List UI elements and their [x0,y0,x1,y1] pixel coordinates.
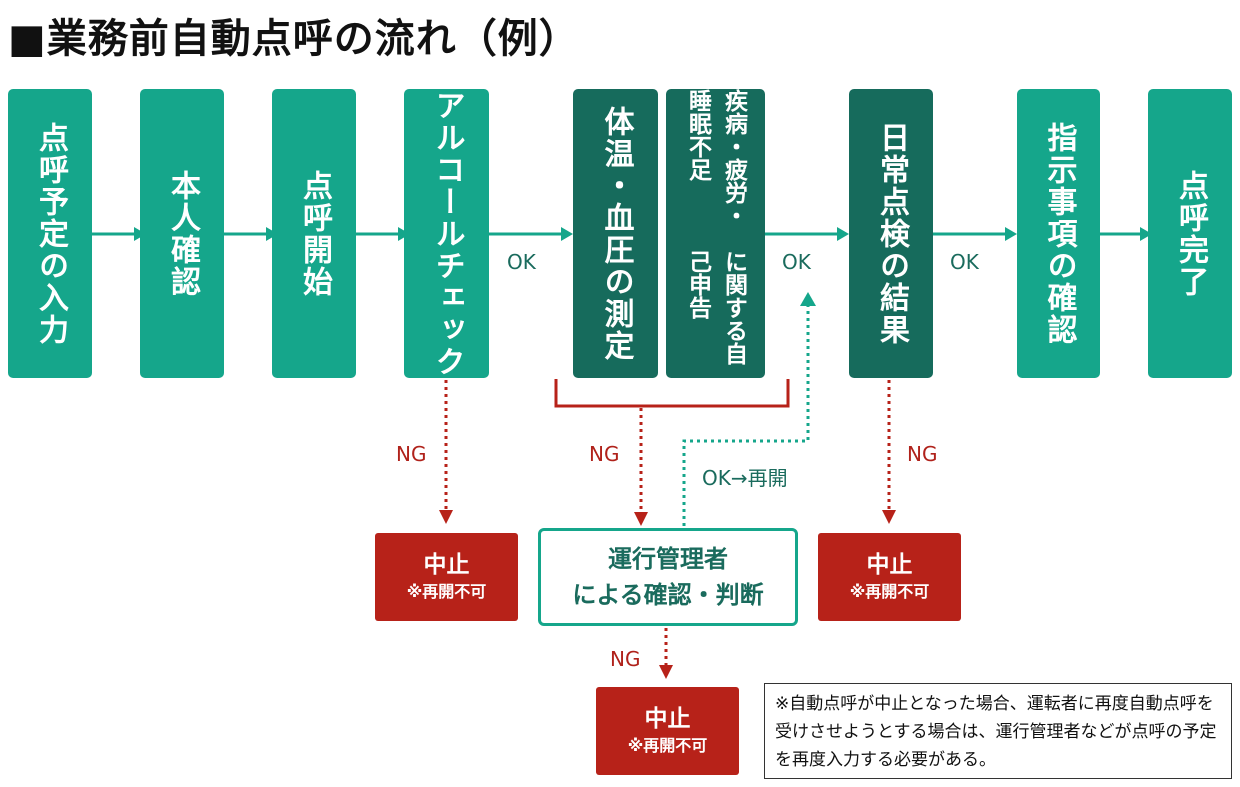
step-rollcall-complete: 点呼完了 [1148,89,1232,378]
step-label: アルコールチェック [429,89,465,378]
stop-box-inspection: 中止 ※再開不可 [818,533,961,621]
step-label: 点呼予定の入力 [33,121,68,346]
step-label-line1: 疾病・疲労・睡眠不足 [684,89,747,227]
step-instructions-confirm: 指示事項の確認 [1017,89,1100,378]
page-title: ■業務前自動点呼の流れ（例） [8,16,580,62]
stop-subtitle: ※再開不可 [627,736,708,755]
ok-restart-path [682,306,810,526]
bracket [554,379,790,408]
step-daily-inspection: 日常点検の結果 [849,89,933,378]
step-label: 指示事項の確認 [1041,121,1077,346]
ok-restart-label: OK→再開 [702,466,788,490]
step-label: 点呼完了 [1173,169,1208,298]
manager-judgment-box: 運行管理者 による確認・判断 [538,528,798,626]
ok-label-inspection: OK [950,250,979,274]
stop-title: 中止 [423,552,470,578]
ng-label-inspection: NG [907,442,938,466]
stop-title: 中止 [644,706,691,732]
ng-label-alcohol: NG [396,442,427,466]
note-box: ※自動点呼が中止となった場合、運転者に再度自動点呼を受けさせようとする場合は、運… [764,683,1232,779]
stop-title: 中止 [866,552,913,578]
step-label-line2: に関する自己申告 [684,249,747,365]
step-self-report: 疾病・疲労・睡眠不足に関する自己申告 [666,89,765,378]
manager-line1: 運行管理者 [608,545,728,573]
step-rollcall-start: 点呼開始 [272,89,356,378]
step-label: 点呼開始 [297,169,332,298]
ok-label-alcohol: OK [507,250,536,274]
ng-label-manager: NG [610,647,641,671]
step-temperature-bp: 体温・血圧の測定 [573,89,658,378]
step-label: 日常点検の結果 [874,121,909,346]
ng-label-health: NG [589,442,620,466]
manager-line2: による確認・判断 [572,581,764,609]
ok-label-health: OK [782,250,811,274]
stop-box-alcohol: 中止 ※再開不可 [375,533,518,621]
step-label: 本人確認 [165,169,200,298]
step-identity-check: 本人確認 [140,89,224,378]
step-schedule-input: 点呼予定の入力 [8,89,92,378]
step-alcohol-check: アルコールチェック [404,89,489,378]
stop-subtitle: ※再開不可 [849,582,930,601]
stop-box-manager: 中止 ※再開不可 [596,687,739,775]
stop-subtitle: ※再開不可 [406,582,487,601]
step-label: 体温・血圧の測定 [598,105,634,362]
